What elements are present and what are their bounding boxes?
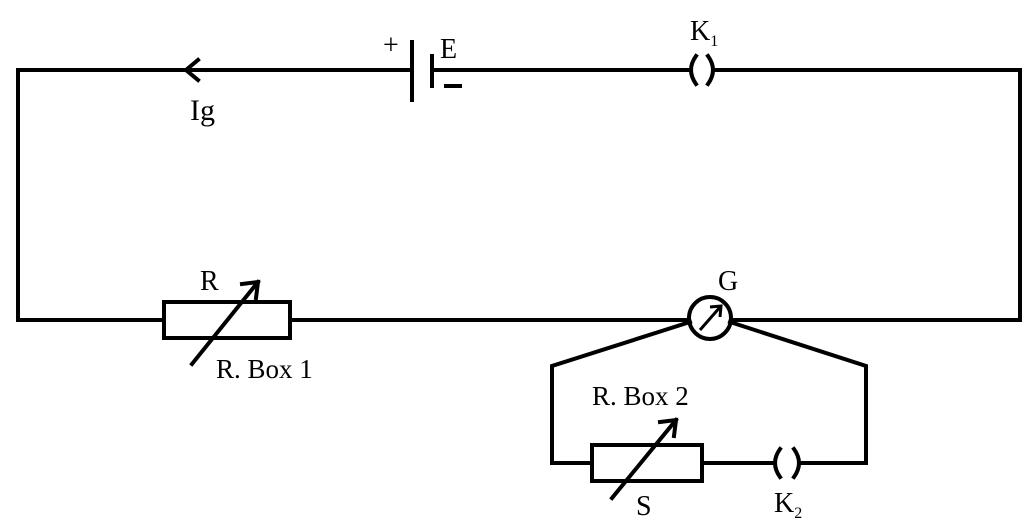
current-label: Ig (190, 94, 215, 127)
variable-arrow-icon (609, 417, 679, 501)
current-arrow-icon (182, 57, 201, 83)
resistor-1-box-label: R. Box 1 (216, 354, 313, 384)
battery-positive-label: + (383, 30, 399, 61)
battery-symbol (410, 40, 434, 102)
resistor-1-name-label: R (200, 266, 219, 297)
key-k2-symbol (773, 446, 801, 480)
resistance-box-1 (162, 300, 292, 340)
resistor-2-name-label: S (636, 491, 652, 522)
key-k1-label: K1 (690, 16, 718, 50)
battery-name-label: E (440, 34, 457, 65)
resistance-box-2 (590, 443, 704, 483)
variable-arrow-icon (189, 279, 261, 367)
key-k1-symbol (689, 53, 715, 87)
key-k2-label: K2 (774, 488, 802, 522)
resistor-2-box-label: R. Box 2 (592, 381, 689, 411)
galvanometer-needle-icon (698, 304, 723, 331)
galvanometer-label: G (718, 266, 738, 297)
galvanometer-symbol (687, 295, 733, 341)
shunt-branch-wires (550, 319, 868, 465)
